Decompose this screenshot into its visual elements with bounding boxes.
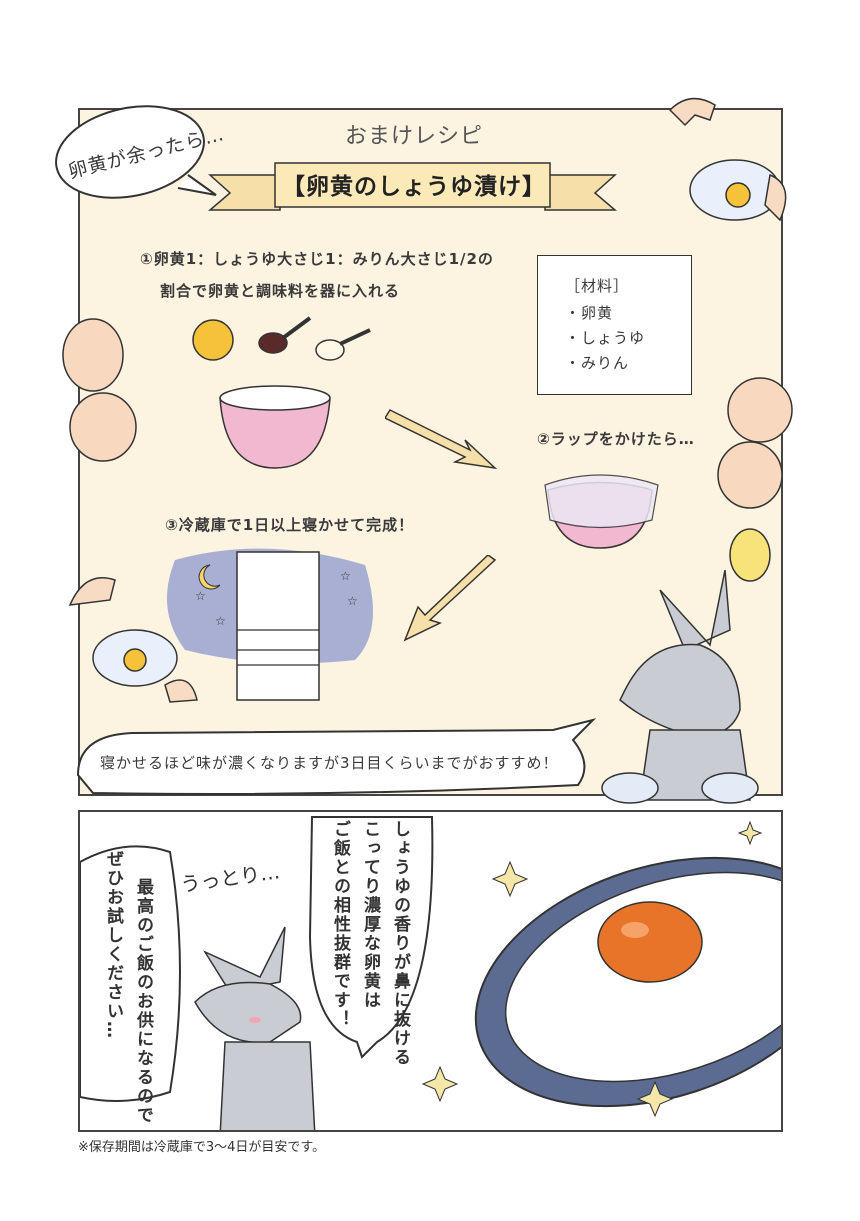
materials-item: ・しょうゆ [565,329,646,347]
storage-footnote: ※保存期間は冷蔵庫で3～4日が目安です。 [78,1140,326,1155]
materials-item: ・卵黄 [565,304,614,322]
step1-line2: 割合で卵黄と調味料を器に入れる [160,282,401,300]
sparkle-icons [421,820,763,1118]
materials-heading: ［材料］ [565,277,630,295]
rice-bowl-illustration [474,856,781,1108]
eggs-left-icon [62,318,137,462]
svg-text:☆: ☆ [215,614,226,628]
wrapped-bowl-illustration [544,474,659,549]
svg-text:☆: ☆ [347,594,358,608]
arrow-to-step3-icon [403,555,497,642]
cracked-egg-icon [68,577,198,703]
tip-text: 寝かせるほど味が濃くなりますが3日目くらいまでがおすすめ！ [100,754,559,772]
bubble-right-line2: こってり濃厚な卵黄は [360,820,380,1010]
step2-text: ②ラップをかけたら… [537,430,695,448]
fox-dreamy-illustration [194,926,316,1130]
egg-shells-icon [668,97,787,222]
step1-line1: ①卵黄1：しょうゆ大さじ1：みりん大さじ1/2の [140,250,494,268]
recipe-subtitle: おまけレシピ [345,124,484,149]
rice-panel [78,810,783,1132]
svg-text:☆: ☆ [340,569,351,583]
ingredients-into-bowl-illustration [192,316,371,469]
title-ribbon [207,162,618,211]
recipe-title: 【卵黄のしょうゆ漬け】 [282,174,546,200]
step3-text: ③冷蔵庫で1日以上寝かせて完成！ [165,516,415,534]
arrow-to-step2-icon [385,409,498,470]
bubble-right-line1: しょうゆの香りが鼻に抜ける [390,820,410,1067]
fridge-illustration: ☆ ☆ ☆ ☆ [167,548,373,701]
materials-note [537,255,692,395]
intro-speech-bubble [55,105,217,199]
eggs-right-icon [717,377,793,509]
bubble-left-line1: 最高のご飯のお供になるので [133,878,153,1125]
bubble-right-line3: ご飯との相性抜群です！ [330,820,350,1029]
materials-item: ・みりん [565,354,630,372]
speech-bubble-left [80,845,181,1102]
svg-text:☆: ☆ [195,589,206,603]
bubble-left-line2: ぜひお試しください… [103,850,123,1040]
tip-speech-bubble [76,718,597,795]
speech-bubble-right [308,816,434,1059]
fox-character-illustration [601,528,771,804]
